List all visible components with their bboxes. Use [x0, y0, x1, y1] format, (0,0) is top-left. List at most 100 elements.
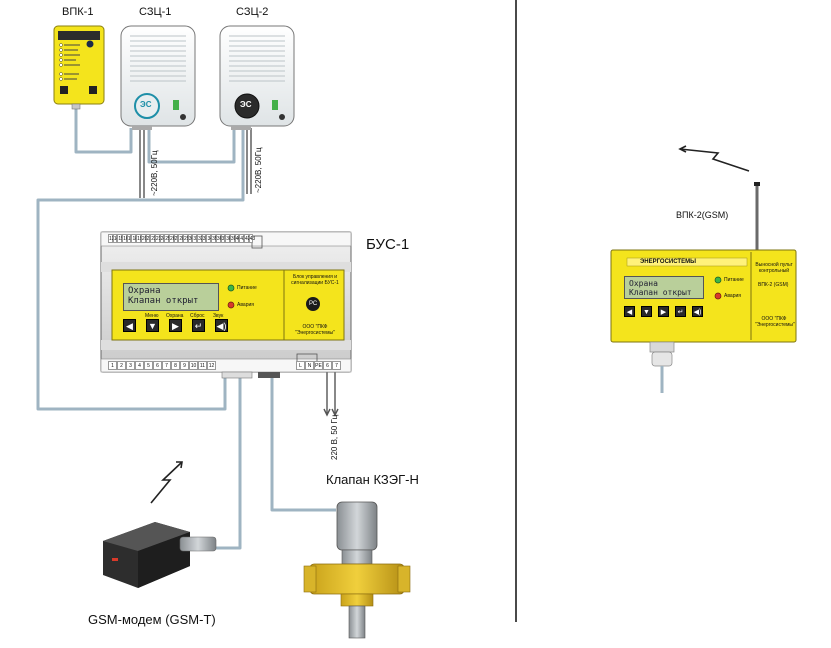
bus1-alarm-text: Авария [237, 302, 254, 308]
terminal-number: 9 [180, 361, 189, 370]
bus1-sound-button[interactable]: ◀) [215, 319, 228, 332]
terminal-number: 10 [189, 361, 198, 370]
terminal-number: 22 [150, 234, 157, 243]
bus1-left-button[interactable]: ◀ [123, 319, 136, 332]
bus1-power-led [227, 284, 235, 292]
terminal-number: 32 [197, 234, 204, 243]
bus1-btn-label-sound: Звук [213, 313, 224, 319]
terminal-number: 27 [173, 234, 180, 243]
szc1-logo [134, 93, 160, 119]
terminal-number: 24 [159, 234, 166, 243]
cable-vpk1-szc1 [74, 105, 133, 154]
gsm-modem-device [103, 522, 217, 588]
terminal-number: 6 [153, 361, 162, 370]
bus1-side-text: Блок управления и сигнализации БУС-1 [291, 274, 339, 286]
bus1-btn-label-guard: Охрана [166, 313, 184, 319]
terminal-number: 33 [201, 234, 208, 243]
vpk1-label: ВПК-1 [62, 6, 94, 18]
terminal-number: 19 [136, 234, 143, 243]
terminal-number: 36 [215, 234, 222, 243]
vpk2-down-button[interactable]: ▼ [641, 306, 652, 317]
bus-power-label: 220 В, 50 Гц [330, 414, 339, 460]
terminal-number: 30 [187, 234, 194, 243]
terminal-number: 16 [122, 234, 129, 243]
bus1-label: БУС-1 [366, 236, 410, 253]
vpk2-right-button[interactable]: ▶ [658, 306, 669, 317]
vpk2-lcd: Охрана Клапан открыт [624, 276, 704, 299]
bus1-btn-label-reset: Сброс [190, 313, 205, 319]
vpk2-alarm-led [714, 292, 722, 300]
cable-bus-valve [270, 374, 336, 512]
szc1-power-label: ~220В, 50Гц [150, 150, 159, 196]
terminal-number: 29 [183, 234, 190, 243]
terminal-number: 2 [117, 361, 126, 370]
szc1-logo-text: ЭС [140, 100, 152, 109]
bus1-cert-text: РС [309, 301, 318, 307]
bus1-power-text: Питание [237, 285, 257, 291]
bus1-guard-button[interactable]: ▶ [169, 319, 182, 332]
bus1-reset-button[interactable]: ↵ [192, 319, 205, 332]
vpk2-model: ВПК-2 (GSM) [758, 282, 789, 288]
vpk2-sound-button[interactable]: ◀) [692, 306, 703, 317]
terminal-number: 42 [243, 234, 251, 243]
terminal-number: 8 [171, 361, 180, 370]
terminal-number: 39 [229, 234, 236, 243]
terminal-number: 37 [220, 234, 227, 243]
vpk2-side-text: Выносной пульт контрольный [755, 262, 793, 274]
vpk1-device [53, 25, 105, 110]
szc2-logo [234, 93, 260, 119]
bus1-terminals-top: 1314151617181920212223242526272829303132… [108, 234, 256, 244]
vpk2-power-text: Питание [724, 277, 744, 283]
bus1-lcd-line1: Охрана [128, 286, 161, 296]
vpk2-lcd-line1: Охрана [629, 279, 658, 288]
terminal-number: 7 [162, 361, 171, 370]
terminal-number: 13 [108, 234, 115, 243]
terminal-number: 41 [239, 234, 246, 243]
modem-label: GSM-модем (GSM-T) [88, 612, 216, 627]
terminal-number: 7 [332, 361, 341, 370]
vpk2-label: ВПК-2(GSM) [676, 210, 729, 220]
terminal-number: 25 [164, 234, 171, 243]
cable-loop-bus [36, 128, 245, 411]
terminal-number: 4 [135, 361, 144, 370]
terminal-number: 28 [178, 234, 185, 243]
valve-label: Клапан КЗЭГ-Н [326, 472, 419, 487]
szc1-device [120, 25, 196, 130]
vpk2-left-button[interactable]: ◀ [624, 306, 635, 317]
terminal-number: 43 [248, 234, 256, 243]
cable-bus-modem [210, 374, 242, 550]
power-feeds [139, 128, 339, 417]
radio-signal-icon [150, 461, 183, 504]
bus1-menu-button[interactable]: ▼ [146, 319, 159, 332]
vpk2-power-led [714, 276, 722, 284]
terminal-number: N [305, 361, 314, 370]
radio-signal-icon-vpk2 [678, 145, 750, 172]
terminal-number: 40 [234, 234, 241, 243]
cables [36, 105, 336, 550]
terminal-number: 12 [207, 361, 216, 370]
bus1-btn-label-menu: Меню [145, 313, 159, 319]
vpk2-enter-button[interactable]: ↵ [675, 306, 686, 317]
terminal-number: 17 [126, 234, 133, 243]
terminal-number: 23 [154, 234, 161, 243]
bus1-lcd-line2: Клапан открыт [128, 296, 199, 307]
terminal-number: 15 [117, 234, 124, 243]
terminal-number: L [296, 361, 305, 370]
bus1-maker: ООО "ПКФ "Энергосистемы" [295, 324, 335, 336]
terminal-number: 34 [206, 234, 213, 243]
vpk2-maker: ООО "ПКФ "Энергосистемы" [755, 316, 795, 328]
vpk2-brand: ЭНЕРГОСИСТЕМЫ [640, 259, 696, 265]
terminal-number: 38 [225, 234, 232, 243]
cable-szc1-szc2 [147, 128, 236, 164]
szc1-label: СЗЦ-1 [139, 6, 172, 18]
terminal-number: 1 [108, 361, 117, 370]
vpk1-leds [59, 43, 63, 81]
terminal-number: 11 [198, 361, 207, 370]
szc2-power-label: ~220В, 50Гц [254, 147, 263, 193]
valve-device [303, 501, 411, 639]
terminal-number: 6 [323, 361, 332, 370]
terminal-number: PE [314, 361, 323, 370]
